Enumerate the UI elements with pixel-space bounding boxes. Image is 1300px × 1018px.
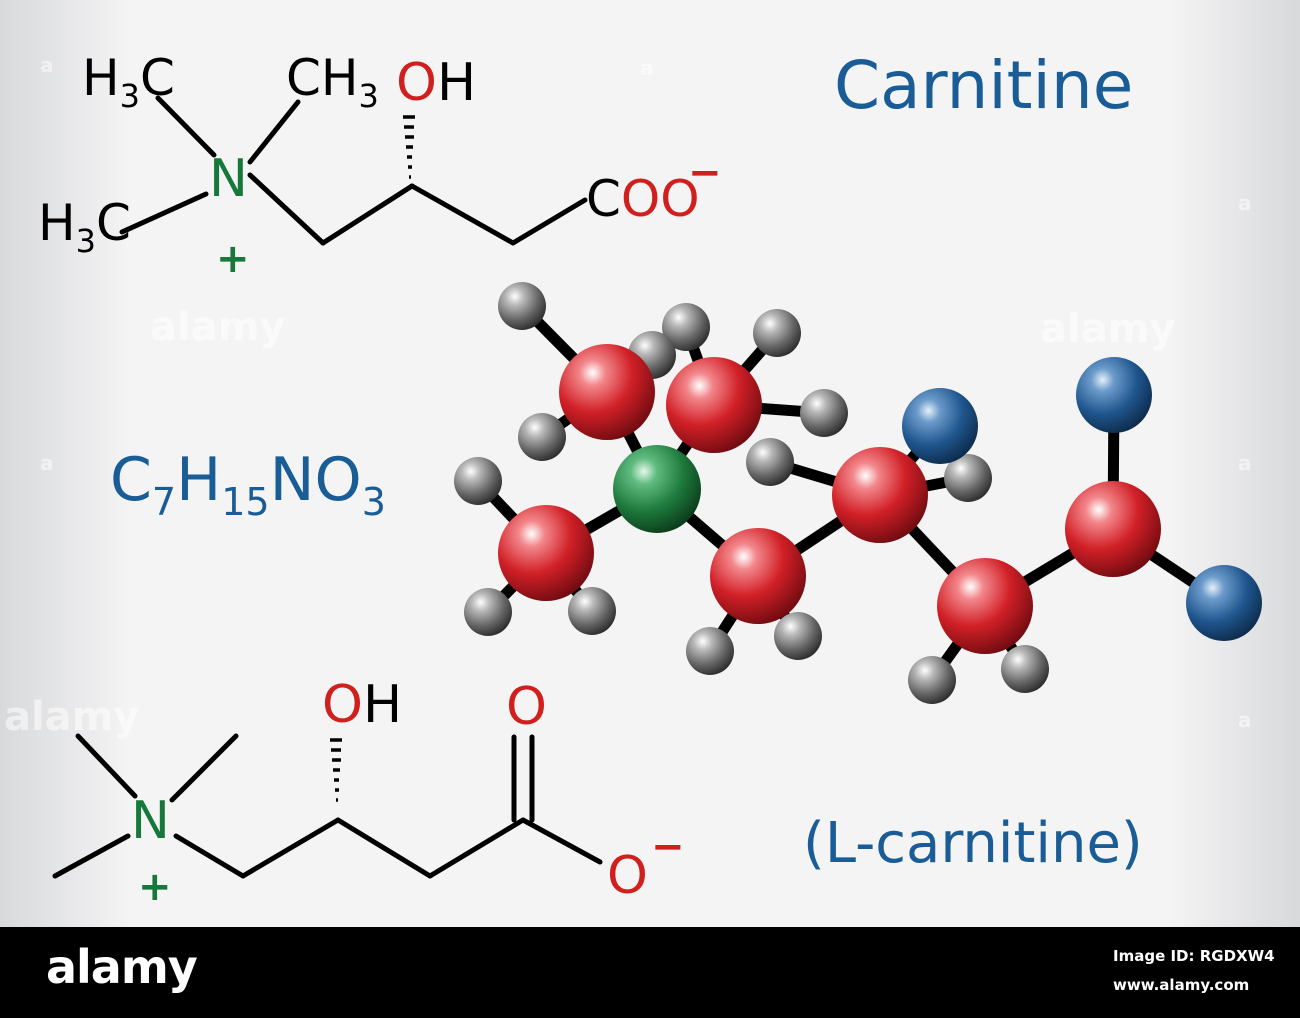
hydrogen-atom [518,413,566,461]
svg-text:a: a [40,451,54,475]
hydrogen-atom [454,457,502,505]
nitrogen-atom [613,445,701,533]
molecular-formula: C7H15NO3 [110,445,386,524]
carboxylate-group: COO [586,170,700,228]
top-hash-wedge [403,115,415,179]
bottom-bonds [52,733,603,879]
bottom-hash-wedge [330,738,342,802]
molecule-subtitle: (L-carnitine) [803,811,1143,876]
carbon-atom [937,558,1033,654]
watermark-bar [0,927,1300,1018]
oxygen-atom [1076,357,1152,433]
watermark-mark: alamy [1040,306,1175,352]
carboxylate-oxygen: O [607,846,648,906]
hydrogen-atom [753,309,801,357]
carbon-atom [832,447,928,543]
carbon-atom [666,357,762,453]
hydrogen-atom [944,454,992,502]
svg-text:a: a [640,56,654,80]
ch3-group: CH3 [286,49,379,115]
positive-charge: + [216,236,250,282]
nitrogen-label: N [209,149,248,209]
hydrogen-atom [498,282,546,330]
top-bonds [119,95,588,246]
hydroxyl-group: OH [396,53,476,113]
watermark-mark: alamy [4,694,139,740]
hydrogen-atom [746,438,794,486]
watermark-url: www.alamy.com [1113,976,1250,994]
watermark-marks: alamy alamy alamy a a a a a a [4,53,1252,740]
carbonyl-oxygen: O [506,677,547,737]
nitrogen-label: N [131,791,170,851]
hydrogen-atom [774,612,822,660]
molecule-title: Carnitine [834,47,1133,124]
hydrogen-atom [662,303,710,351]
svg-text:a: a [1238,708,1252,732]
hydrogen-atom [1001,645,1049,693]
watermark-mark: alamy [150,304,285,350]
carbon-atom [710,528,806,624]
hydrogen-atom [464,588,512,636]
svg-text:a: a [1238,451,1252,475]
image-id-label: Image ID: RGDXW4 [1113,947,1275,965]
bottom-structure: N + OH O O − [52,675,685,910]
h3c-group: H3C [38,194,131,260]
hydrogen-atom [686,627,734,675]
carbon-atom [559,344,655,440]
carbon-atom [498,505,594,601]
hydrogen-atom [908,656,956,704]
svg-text:a: a [1238,191,1252,215]
negative-charge: − [688,150,722,196]
ball-and-stick-model [454,282,1262,704]
hydrogen-atom [800,389,848,437]
hydrogen-atom [568,587,616,635]
carbon-atom [1065,481,1161,577]
positive-charge: + [138,864,172,910]
alamy-logo: alamy [46,940,198,994]
h3c-group: H3C [82,49,175,115]
oxygen-atom [1186,565,1262,641]
model-atoms [454,282,1262,704]
negative-charge: − [651,824,685,870]
diagram-canvas: alamy alamy alamy a a a a a a [0,0,1300,927]
hydroxyl-group: OH [322,675,402,735]
svg-text:a: a [40,53,54,77]
top-structure: H3C CH3 H3C N + OH COO − [38,49,722,282]
oxygen-atom [902,388,978,464]
